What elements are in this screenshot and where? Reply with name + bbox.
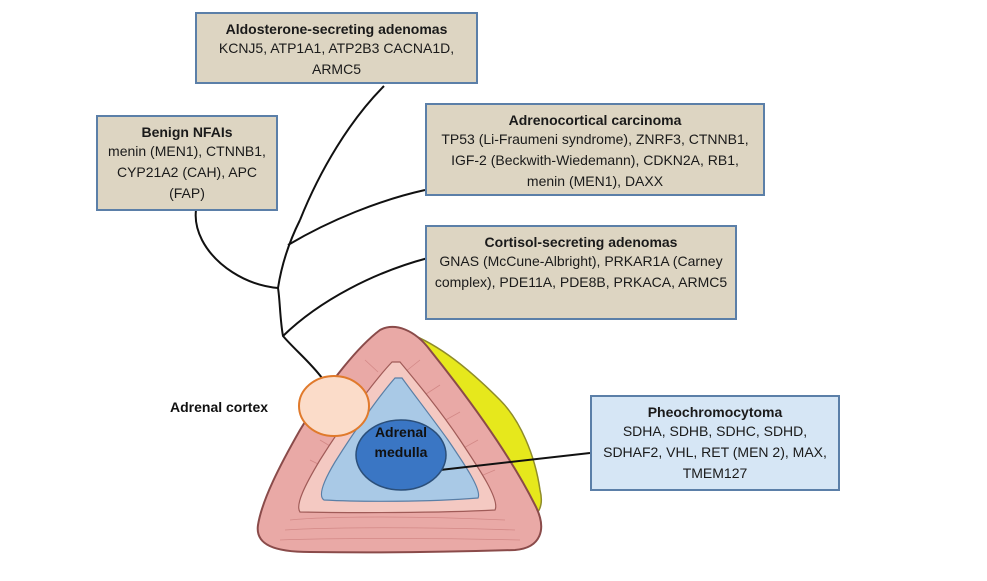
pheochromocytoma-genes: SDHA, SDHB, SDHC, SDHD, SDHAF2, VHL, RET…: [603, 423, 827, 481]
adrenal-medulla-label: Adrenal medulla: [374, 424, 428, 460]
carcinoma-box: Adrenocortical carcinoma TP53 (Li-Fraume…: [425, 103, 765, 196]
benign-nfai-title: Benign NFAIs: [141, 124, 233, 140]
adrenal-cortex-label: Adrenal cortex: [170, 399, 269, 415]
cortisol-genes: GNAS (McCune-Albright), PRKAR1A (Carney …: [434, 253, 728, 290]
benign-nfai-box: Benign NFAIs menin (MEN1), CTNNB1, CYP21…: [96, 115, 278, 211]
cortisol-title: Cortisol-secreting adenomas: [484, 234, 678, 250]
aldosterone-genes: KCNJ5, ATP1A1, ATP2B3 CACNA1D, ARMC5: [218, 40, 455, 77]
pheochromocytoma-box: Pheochromocytoma SDHA, SDHB, SDHC, SDHD,…: [590, 395, 840, 491]
benign-nfai-genes: menin (MEN1), CTNNB1, CYP21A2 (CAH), APC…: [108, 143, 266, 201]
aldosterone-title: Aldosterone-secreting adenomas: [225, 21, 448, 37]
aldosterone-box: Aldosterone-secreting adenomas KCNJ5, AT…: [195, 12, 478, 84]
pheochromocytoma-title: Pheochromocytoma: [647, 404, 783, 420]
cortisol-box: Cortisol-secreting adenomas GNAS (McCune…: [425, 225, 737, 320]
adrenal-cortex-marker: [298, 375, 370, 437]
carcinoma-title: Adrenocortical carcinoma: [508, 112, 682, 128]
adrenal-medulla-marker: [355, 419, 447, 491]
connector-lines: [194, 85, 591, 471]
carcinoma-genes: TP53 (Li-Fraumeni syndrome), ZNRF3, CTNN…: [441, 131, 749, 189]
